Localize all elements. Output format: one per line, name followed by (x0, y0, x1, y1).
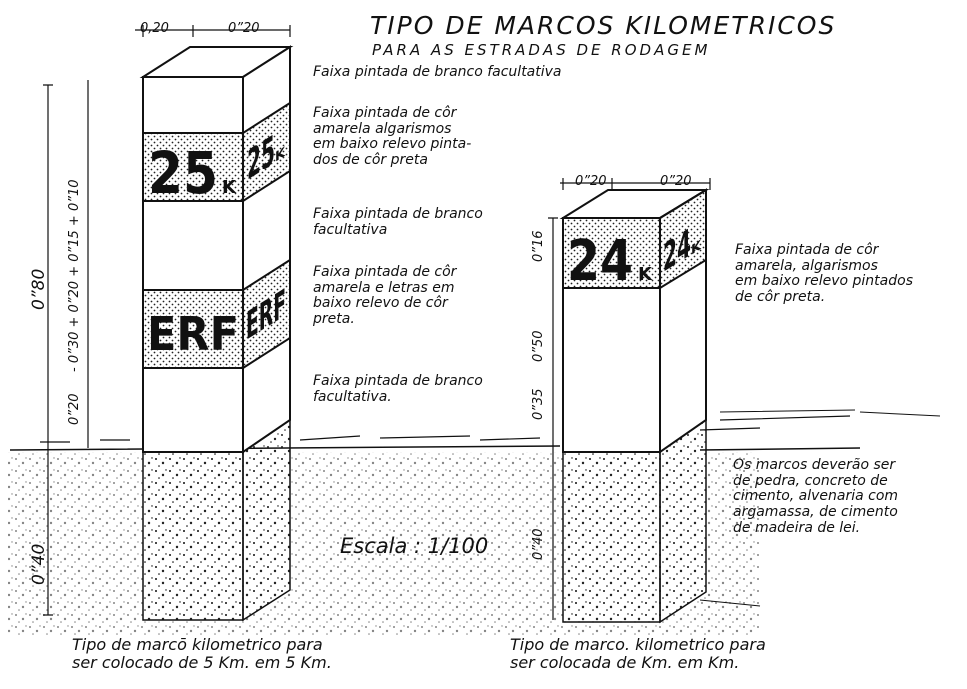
m1-note-letter-band: Faixa pintada de côr amarela e letras em… (313, 264, 457, 328)
marker-1km-underground-side (659, 418, 707, 624)
m1-note-middle: Faixa pintada de branco facultativa (313, 206, 483, 238)
marker-5km-number-band-side (242, 101, 291, 203)
marker-5km-underground-side (242, 418, 291, 622)
leader-lines (699, 409, 941, 607)
m2-top-width-right: 0”20 (660, 174, 692, 189)
ground-hatch (40, 415, 851, 443)
marker-5km-number-band (142, 132, 244, 202)
m1-top-width-right: 0”20 (228, 21, 260, 36)
m1-dim-inner: - 0”30 + 0”20 + 0”15 + 0”10 (67, 179, 82, 373)
marker-1km-km-front: 24 (567, 229, 633, 294)
marker-1km-underground (562, 451, 661, 623)
m1-dim-inner-low: 0”20 (67, 393, 82, 425)
m1-top-width-left: 0,20 (140, 21, 169, 36)
marker-5km-dimensions (43, 25, 291, 616)
m1-note-top: Faixa pintada de branco facultativa (313, 64, 562, 80)
m2-dim-total: 0”50 (531, 330, 546, 362)
m2-note-number-band: Faixa pintada de côr amarela, algarismos… (735, 242, 913, 306)
m2-caption: Tipo de marco. kilometrico para ser colo… (510, 635, 766, 672)
marker-5km-km-side-unit: K (275, 144, 286, 165)
m1-note-number-band: Faixa pintada de côr amarela algarismos … (313, 105, 472, 169)
m1-note-bottom: Faixa pintada de branco facultativa. (313, 373, 483, 405)
m1-caption: Tipo de marcō kilometrico para ser coloc… (72, 635, 332, 672)
m2-top-width-left: 0”20 (575, 174, 607, 189)
marker-1km: 24 K 24 K (559, 188, 710, 624)
marker-1km-km-front-unit: K (638, 264, 653, 285)
marker-5km-letter-band-side (242, 258, 291, 370)
marker-5km-km-front: 25 (148, 139, 218, 207)
marker-5km-underground (142, 451, 244, 621)
m1-dim-outer-bottom: 0”40 (29, 543, 49, 585)
ground-line (9, 445, 861, 451)
page-subtitle: PARA AS ESTRADAS DE RODAGEM (372, 41, 711, 59)
marker-1km-number-band-side (659, 188, 707, 290)
materials-note: Os marcos deverão ser de pedra, concreto… (733, 457, 899, 536)
marker-5km: 25 K 25 K ERF ERF (139, 45, 294, 622)
marker-5km-letter-band (142, 289, 244, 369)
marker-5km-km-front-unit: K (222, 177, 237, 198)
page-title: TIPO DE MARCOS KILOMETRICOS (370, 11, 837, 40)
m2-dim-low: 0”35 (531, 388, 546, 420)
marker-5km-letters-front: ERF (147, 307, 239, 361)
m2-dim-band: 0”16 (531, 230, 546, 262)
marker-1km-dimensions (548, 178, 711, 620)
marker-1km-km-side-unit: K (691, 237, 702, 258)
m2-dim-under: 0”40 (531, 528, 546, 560)
m1-dim-outer-top: 0”80 (29, 268, 49, 310)
scale-label: Escala : 1/100 (340, 534, 489, 558)
